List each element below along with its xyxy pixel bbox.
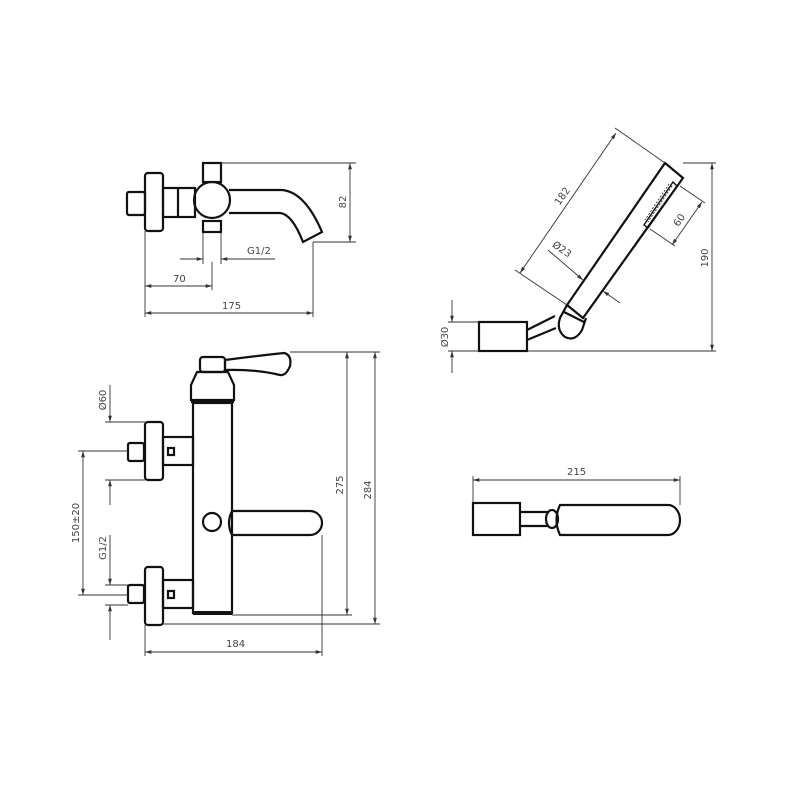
top-view-dimensions: 82 G1/2 70 175 (144, 162, 356, 317)
dim-190: 190 (700, 248, 711, 267)
dim-dia30: Ø30 (439, 327, 451, 348)
mixer-top-view (125, 161, 324, 244)
shower-top-view-dimensions: 215 (472, 467, 681, 505)
dim-60: 60 (672, 212, 688, 229)
dim-284: 284 (363, 480, 374, 499)
dim-g12-top: G1/2 (247, 246, 271, 257)
dim-275: 275 (335, 475, 346, 494)
dim-150-20: 150±20 (71, 503, 82, 543)
mixer-front-view (126, 351, 324, 627)
dim-215: 215 (567, 467, 586, 478)
dim-82: 82 (338, 196, 349, 209)
hand-shower-top-view (471, 501, 682, 537)
dim-g12-front: G1/2 (98, 536, 109, 560)
dim-184: 184 (226, 639, 245, 650)
front-view-dimensions: 275 284 184 Ø60 150±20 G1/2 (71, 351, 380, 656)
dim-175: 175 (222, 301, 241, 312)
dim-dia60: Ø60 (97, 390, 109, 411)
dim-dia23: Ø23 (550, 239, 574, 261)
dim-182: 182 (553, 186, 573, 208)
dim-70: 70 (173, 274, 186, 285)
hand-shower-side-view (477, 161, 685, 353)
